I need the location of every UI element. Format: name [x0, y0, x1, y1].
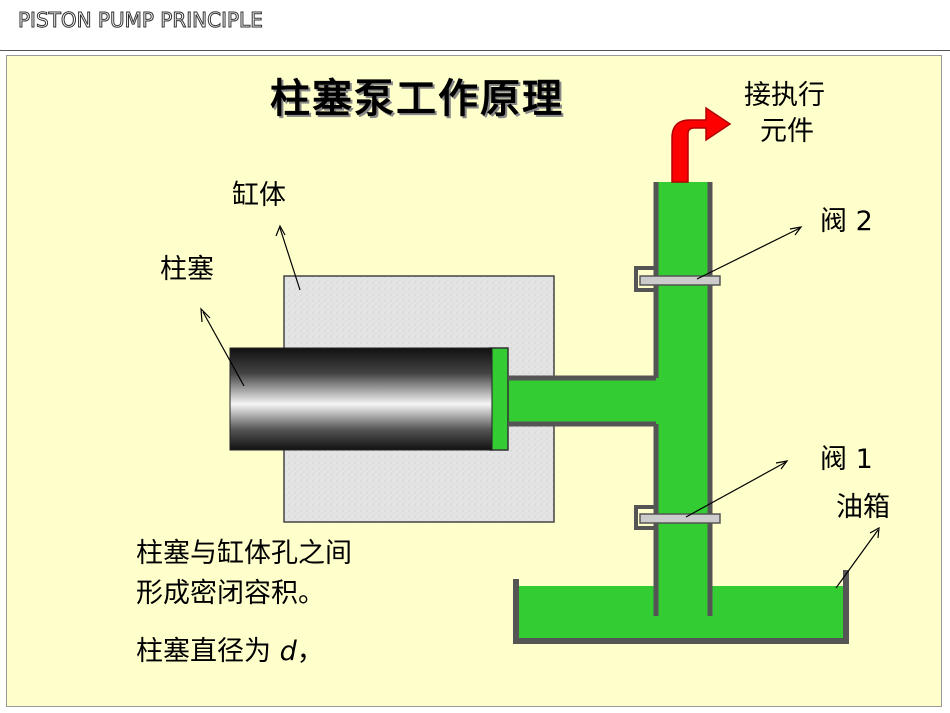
description-line3-suffix: ， [296, 636, 324, 667]
leader-valve2-head [789, 226, 803, 236]
leader-cylinder-head [275, 224, 286, 237]
diameter-variable: d [279, 636, 297, 667]
valve2-seat [634, 266, 656, 292]
label-tank: 油箱 [836, 492, 890, 523]
leader-valve1-head [775, 460, 789, 470]
label-cylinder: 缸体 [232, 180, 286, 211]
leader-valve2 [696, 227, 801, 280]
label-actuator-line2: 元件 [760, 116, 814, 147]
description-line3: 柱塞直径为 d， [136, 636, 324, 667]
plunger-head [489, 347, 509, 451]
outlet-arrow [671, 106, 732, 183]
plunger-rod [229, 347, 493, 451]
valve2-plate [639, 275, 721, 286]
header-divider [0, 50, 950, 51]
slide-header: PISTON PUMP PRINCIPLE [18, 8, 264, 33]
leader-plunger [202, 311, 245, 387]
leader-tank-head [869, 526, 880, 539]
diagram-title: 柱塞泵工作原理 [270, 75, 564, 122]
label-actuator-line1: 接执行 [744, 80, 825, 111]
valve1-plate [639, 513, 721, 524]
valve1-seat [634, 505, 656, 530]
tank-walls [513, 570, 849, 644]
horizontal-channel-oil [505, 378, 660, 424]
description-line3-prefix: 柱塞直径为 [136, 636, 271, 667]
vertical-pipe-oil [656, 182, 710, 616]
description-line1: 柱塞与缸体孔之间 [136, 538, 352, 569]
leader-valve1 [685, 461, 787, 518]
label-valve2: 阀 2 [820, 206, 873, 237]
leader-plunger-head [200, 307, 211, 323]
label-valve1: 阀 1 [820, 444, 873, 475]
leader-tank [835, 529, 879, 589]
description-line2: 形成密闭容积。 [136, 578, 325, 609]
label-plunger: 柱塞 [160, 254, 214, 285]
leader-cylinder [279, 227, 301, 291]
